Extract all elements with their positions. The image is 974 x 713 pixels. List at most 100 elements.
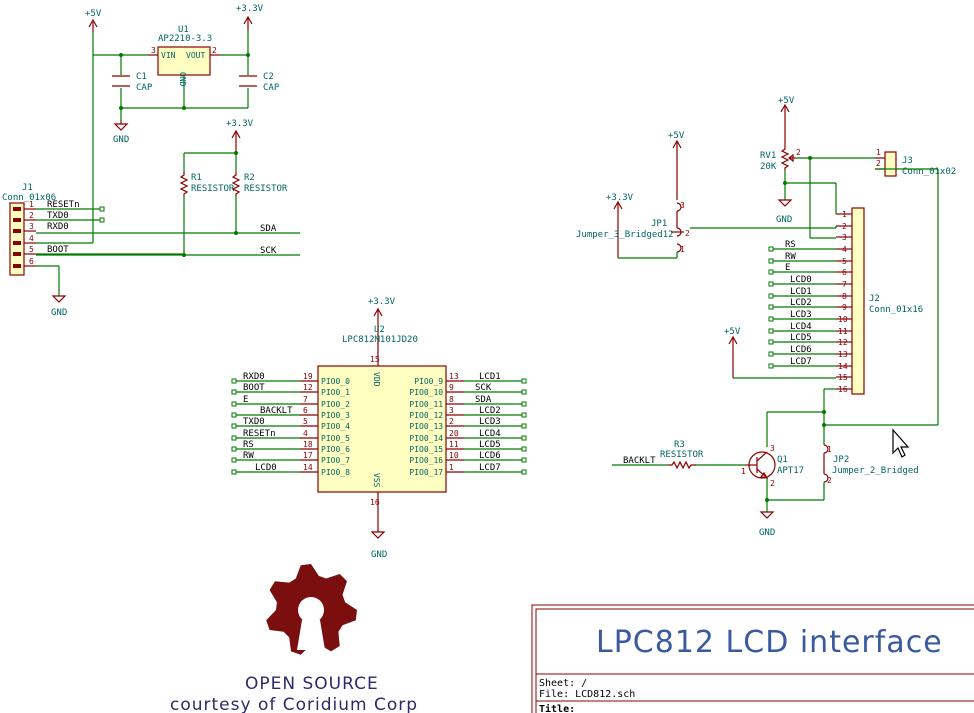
u2-right-net-label: LCD1	[479, 372, 501, 382]
u2-left-pin-number: 7	[303, 395, 308, 404]
svg-text:1: 1	[827, 445, 832, 454]
j1-pin-number: 4	[29, 234, 34, 243]
u2-right-pin-number: 9	[449, 383, 454, 392]
gnd-symbol-q1: GND	[759, 511, 775, 538]
j2-pin-number: 14	[838, 362, 848, 371]
title-block-title: LPC812 LCD interface	[596, 625, 943, 660]
u2-right-net-label: LCD2	[479, 406, 501, 416]
svg-text:2: 2	[876, 159, 881, 168]
power-3v3-top: +3.3V	[236, 4, 264, 30]
svg-text:20K: 20K	[760, 162, 777, 172]
j2-net-label: LCD1	[790, 287, 812, 297]
j2-pin-number: 9	[842, 303, 847, 312]
u2-left-wire-end	[231, 423, 237, 429]
u2-right-pin-number: 13	[449, 372, 459, 381]
u2-left-net-label: BOOT	[243, 383, 265, 393]
u2-right-pin-name: PIO0_17	[409, 468, 443, 477]
j1-net-label: RXD0	[47, 222, 69, 232]
u2-right-net-label: LCD4	[479, 429, 501, 439]
u2-left-wire-end	[231, 378, 237, 384]
net-label-backlt: BACKLT	[623, 456, 656, 466]
u2-right-wire-end	[521, 469, 527, 475]
svg-text:+5V: +5V	[778, 96, 795, 106]
j2-net-label: RS	[785, 240, 796, 250]
j2-net-end	[768, 363, 774, 369]
j2-net-end	[768, 246, 774, 252]
svg-text:VDD: VDD	[372, 372, 381, 387]
u2-left-pin-number: 18	[303, 440, 313, 449]
u2-right-pin-number: 1	[449, 463, 454, 472]
j1-net-label: RESETn	[47, 200, 80, 210]
gnd-symbol-j1: GND	[51, 295, 67, 318]
svg-text:+3.3V: +3.3V	[226, 119, 254, 129]
j2-pin-number: 16	[838, 385, 848, 394]
u2-right-wire-end	[521, 412, 527, 418]
u2-right-wire-end	[521, 457, 527, 463]
svg-text:RESISTOR: RESISTOR	[191, 184, 235, 194]
u2-right-wire-end	[521, 423, 527, 429]
u2-left-pin-name: PIO0_7	[321, 456, 350, 465]
power-5v-jp1: +5V	[668, 131, 685, 200]
u2-right-wire-end	[521, 446, 527, 452]
svg-text:Jumper_3_Bridged12: Jumper_3_Bridged12	[576, 230, 674, 240]
svg-text:2: 2	[796, 148, 801, 157]
j1-pin-number: 6	[29, 257, 34, 266]
j2-net-end	[768, 258, 774, 264]
power-3v3-u2: +3.3V	[368, 297, 396, 354]
j1-net-label: BOOT	[47, 245, 69, 255]
u2-left-wire-end	[231, 412, 237, 418]
u2-left-wire-end	[231, 401, 237, 407]
title-block: LPC812 LCD interface Sheet: / File: LCD8…	[531, 604, 974, 713]
power-3v3-jp1: +3.3V	[606, 193, 634, 258]
svg-text:VSS: VSS	[372, 473, 381, 488]
u2-left-pin-name: PIO0_5	[321, 434, 350, 443]
j2-net-label: LCD7	[790, 357, 812, 367]
u2-left-pin-name: PIO0_6	[321, 445, 350, 454]
svg-text:J3: J3	[902, 156, 913, 166]
j2-pin-number: 2	[842, 222, 847, 231]
svg-text:+3.3V: +3.3V	[368, 297, 396, 307]
u2-right-pin-number: 3	[449, 406, 454, 415]
u2-left-wire-end	[231, 446, 237, 452]
j2-pin-number: 12	[838, 338, 848, 347]
j2-pin-number: 13	[838, 350, 848, 359]
svg-text:2: 2	[827, 476, 832, 485]
u2-right-pin-number: 20	[449, 429, 459, 438]
svg-text:Jumper_2_Bridged: Jumper_2_Bridged	[832, 466, 919, 476]
svg-text:LPC812M101JD20: LPC812M101JD20	[342, 335, 418, 345]
net-label-sda: SDA	[260, 224, 277, 234]
svg-text:U1: U1	[178, 25, 189, 35]
u2-right-pin-number: 2	[449, 417, 454, 426]
svg-text:2: 2	[212, 46, 217, 55]
svg-text:JP1: JP1	[651, 219, 667, 229]
j1-net-end	[99, 206, 105, 212]
u2-right-pin-name: PIO0_9	[414, 377, 443, 386]
j2-net-end	[768, 316, 774, 322]
svg-text:+5V: +5V	[724, 327, 741, 337]
svg-text:GND: GND	[759, 528, 775, 538]
u2-left-pin-name: PIO0_8	[321, 468, 350, 477]
u2-right-pin-name: PIO0_14	[409, 434, 443, 443]
u2-right-wire-end	[521, 401, 527, 407]
u2-right-pin-number: 11	[449, 440, 459, 449]
u2-left-pin-name: PIO0_4	[321, 422, 350, 431]
j2-net-label: LCD6	[790, 345, 812, 355]
j2-net-end	[768, 339, 774, 345]
svg-text:C1: C1	[136, 72, 147, 82]
u2-left-net-label: BACKLT	[260, 406, 293, 416]
u2-left-net-label: E	[243, 395, 248, 405]
svg-text:GND: GND	[178, 72, 187, 87]
resistor-r2: R2 RESISTOR	[231, 172, 288, 196]
svg-text:R2: R2	[244, 173, 255, 183]
u2-right-wire-end	[521, 378, 527, 384]
svg-text:U2: U2	[374, 325, 385, 335]
u2-left-wire-end	[231, 469, 237, 475]
svg-text:+3.3V: +3.3V	[236, 4, 264, 14]
j2-net-label: E	[785, 263, 790, 273]
title-block-file: File: LCD812.sch	[539, 689, 635, 700]
svg-text:Q1: Q1	[777, 455, 788, 465]
j2-net-end	[768, 281, 774, 287]
svg-text:3: 3	[680, 201, 685, 210]
svg-text:Conn_01x06: Conn_01x06	[2, 193, 56, 203]
svg-text:+3.3V: +3.3V	[606, 193, 634, 203]
